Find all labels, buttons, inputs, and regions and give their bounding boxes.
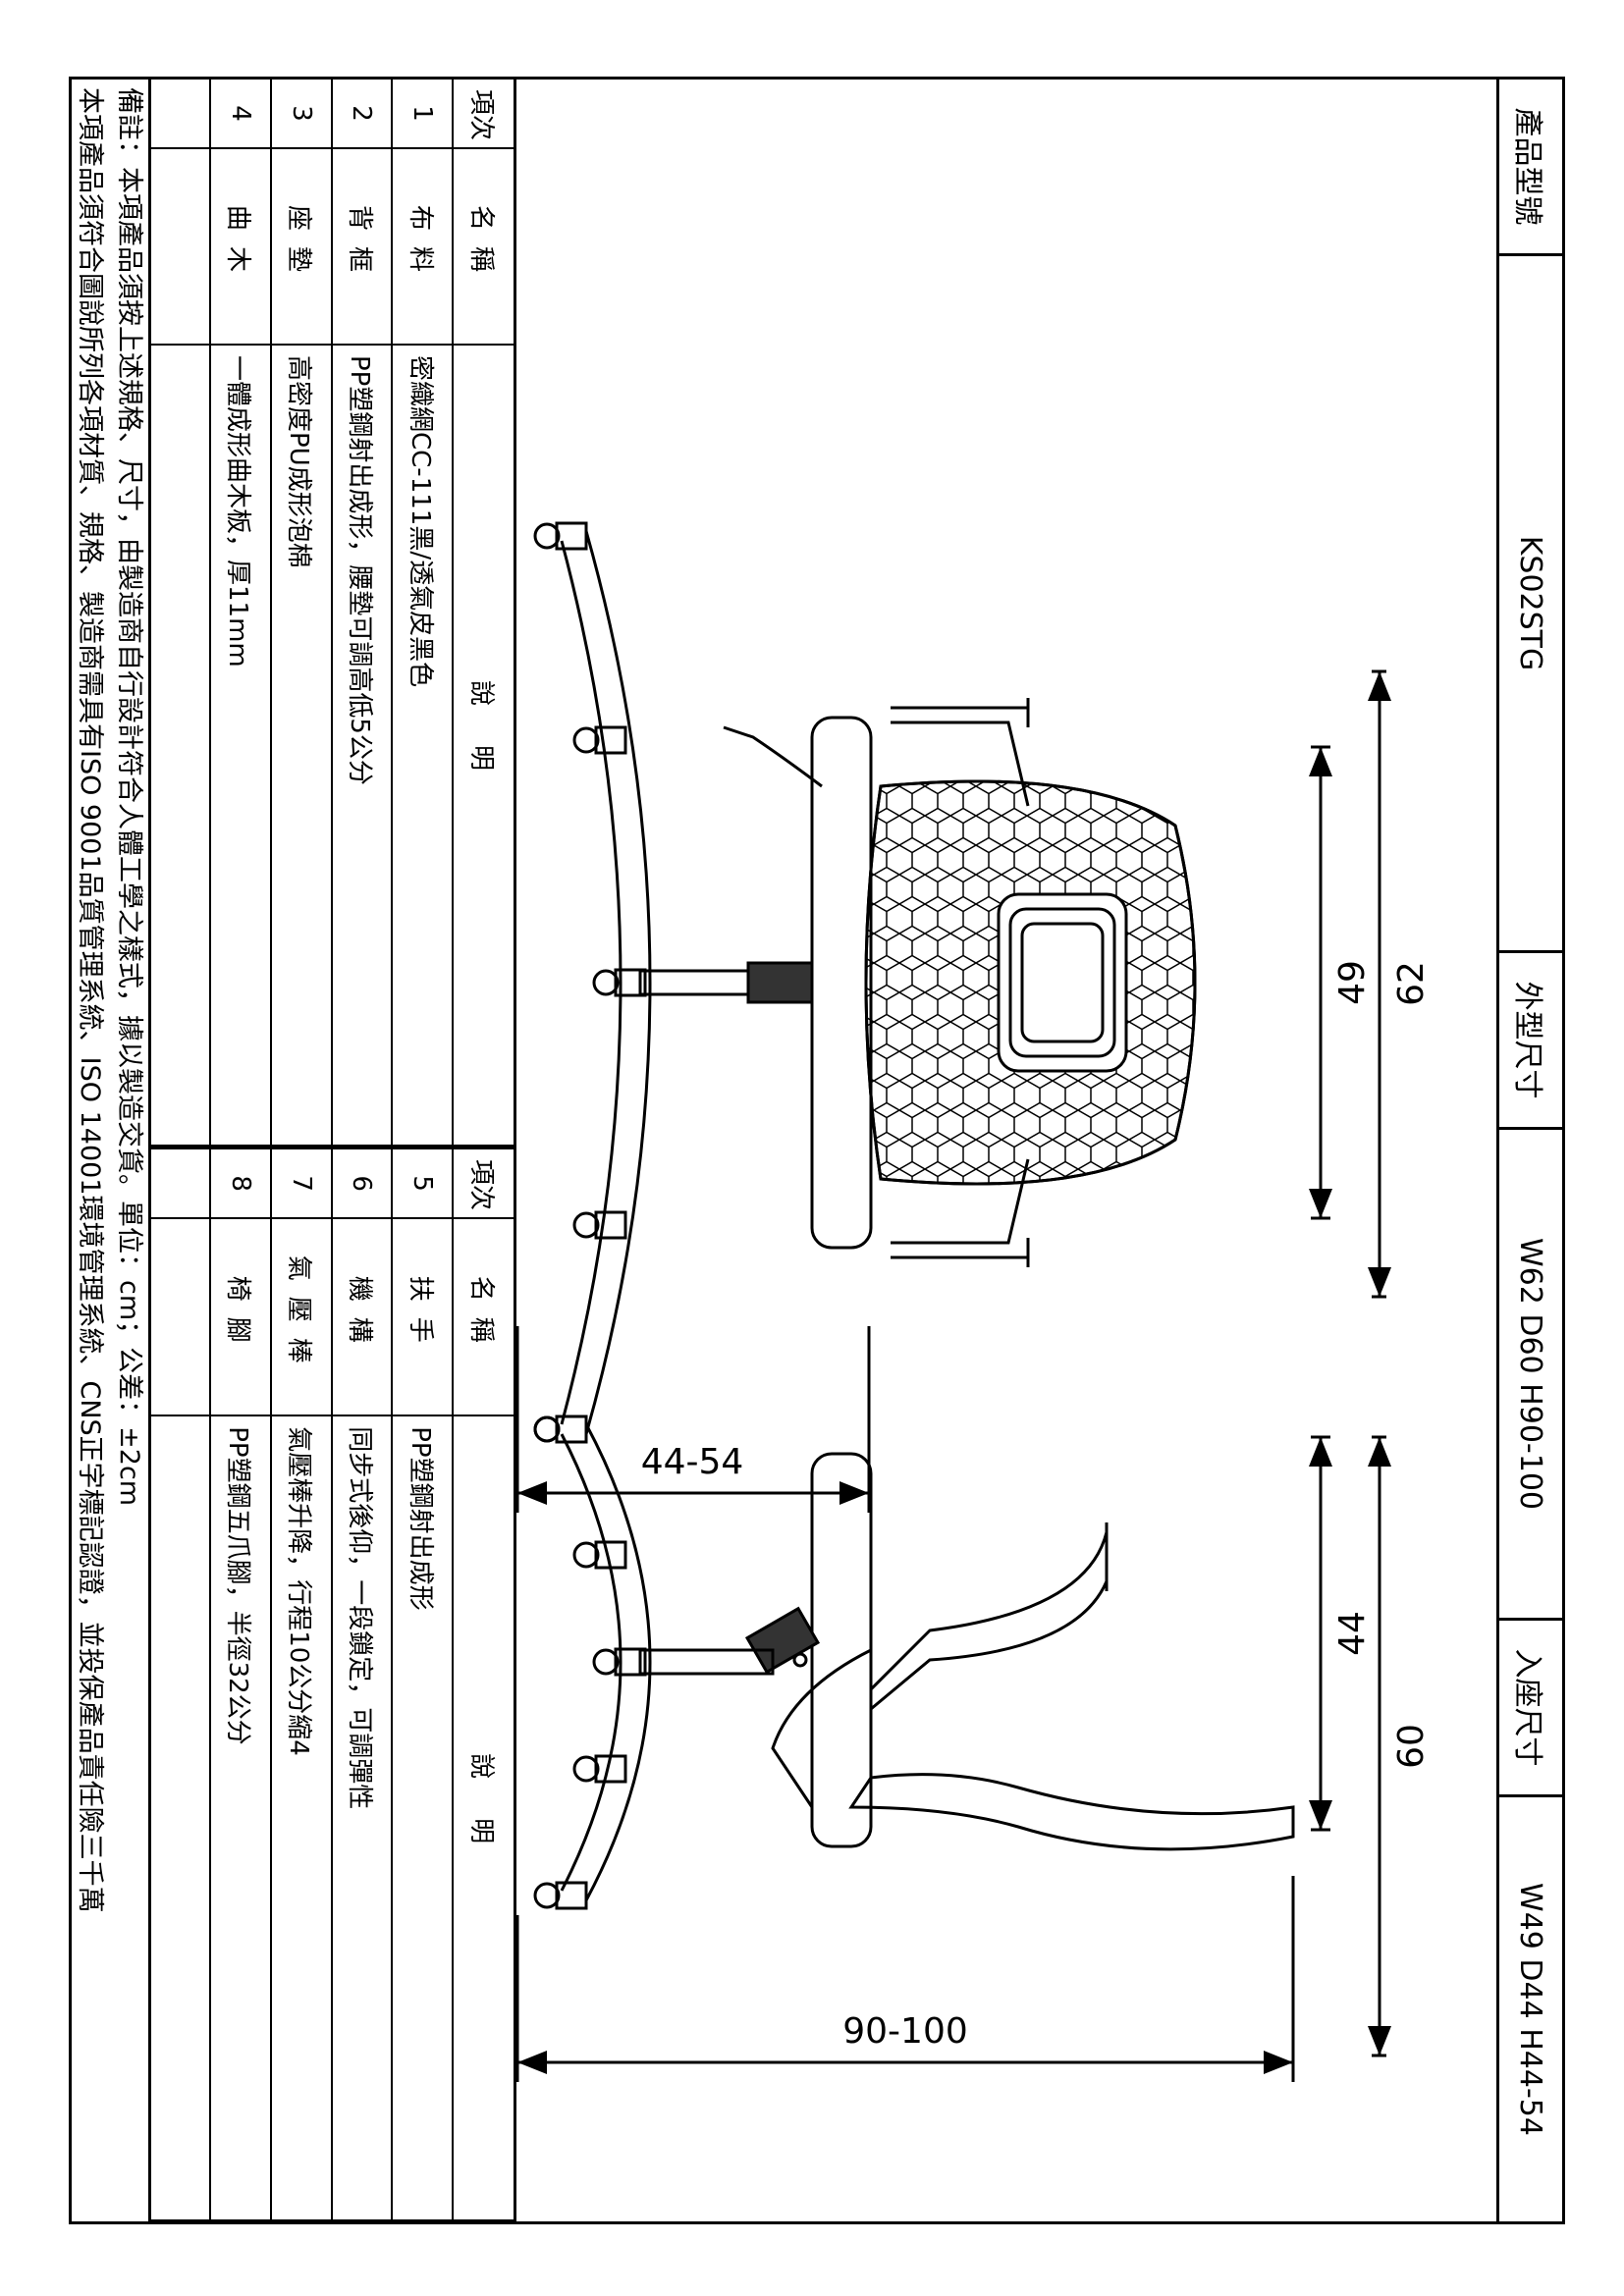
table-header-row: 項次 名稱 說明 bbox=[453, 80, 514, 1146]
row-name: 機構 bbox=[331, 1218, 393, 1416]
front-width-label: 62 bbox=[1391, 961, 1432, 1006]
row-no: 8 bbox=[209, 1149, 271, 1219]
table-row: 4 曲木 一體成形曲木板，厚11mm bbox=[209, 80, 271, 1146]
drawing-frame: 產品型號 KS02STG 外型尺寸 W62 D60 H90-100 入座尺寸 W… bbox=[66, 77, 1565, 2224]
notes-block: 備註：本項產品須按上述規格、尺寸，由製造商自行設計符合人體工學之樣式，據以製造交… bbox=[66, 80, 151, 2221]
side-dimension-60 bbox=[1368, 1435, 1391, 2057]
col-no-header: 項次 bbox=[453, 80, 514, 148]
row-desc: 一體成形曲木板，厚11mm bbox=[209, 345, 271, 1146]
front-seat-width-label: 49 bbox=[1332, 960, 1373, 1005]
front-dimension-62 bbox=[1368, 669, 1391, 1299]
col-desc-header: 說明 bbox=[453, 1415, 514, 2220]
outer-size-label: 外型尺寸 bbox=[1499, 953, 1562, 1130]
front-view: 62 49 bbox=[515, 521, 1432, 1513]
side-dimension-90-100 bbox=[515, 1876, 1295, 2082]
front-height-label: 44-54 bbox=[641, 1442, 744, 1482]
side-depth-label: 60 bbox=[1391, 1724, 1432, 1769]
col-no-header: 項次 bbox=[453, 1149, 514, 1219]
table-row: 1 布料 密織網CC-111黑/透氣皮黑色 bbox=[392, 80, 454, 1146]
table-row: 2 背框 PP塑鋼射出成形，腰墊可調高低5公分 bbox=[331, 80, 393, 1146]
side-seat-depth-label: 44 bbox=[1332, 1611, 1373, 1656]
row-name: 背框 bbox=[331, 148, 393, 345]
seat-size-value: W49 D44 H44-54 bbox=[1513, 1883, 1548, 2136]
col-name-header: 名稱 bbox=[453, 148, 514, 345]
row-no: 4 bbox=[209, 80, 271, 148]
row-no: 1 bbox=[392, 80, 454, 148]
row-desc: PP塑鋼射出成形，腰墊可調高低5公分 bbox=[331, 345, 393, 1146]
side-casters bbox=[533, 1415, 647, 1910]
parts-table-left: 項次 名稱 說明 1 布料 密織網CC-111黑/透氣皮黑色 2 背框 PP塑鋼… bbox=[148, 80, 514, 1149]
front-dimension-49 bbox=[1309, 745, 1332, 1220]
table-row-empty bbox=[149, 80, 210, 1146]
table-row: 6 機構 同步式後仰，一段鎖定，可調彈性 bbox=[331, 1149, 393, 2220]
table-row: 3 座墊 高密度PU成形泡棉 bbox=[270, 80, 332, 1146]
front-dimension-44-54 bbox=[515, 1326, 871, 1513]
side-dimension-44 bbox=[1309, 1435, 1332, 1832]
row-desc: 高密度PU成形泡棉 bbox=[270, 345, 332, 1146]
side-height-label: 90-100 bbox=[842, 2011, 968, 2052]
row-name: 曲木 bbox=[209, 148, 271, 345]
outer-size-value: W62 D60 H90-100 bbox=[1499, 1130, 1562, 1621]
row-name: 氣壓棒 bbox=[270, 1218, 332, 1416]
title-block: 產品型號 KS02STG 外型尺寸 W62 D60 H90-100 入座尺寸 W… bbox=[1496, 80, 1562, 2221]
note-line-1: 備註：本項產品須按上述規格、尺寸，由製造商自行設計符合人體工學之樣式，據以製造交… bbox=[114, 87, 144, 1507]
row-no: 2 bbox=[331, 80, 393, 148]
row-no: 3 bbox=[270, 80, 332, 148]
side-view: 60 44 bbox=[515, 1415, 1432, 2082]
table-row: 7 氣壓棒 氣壓棒升降，行程10公分縮4 bbox=[270, 1149, 332, 2220]
row-name: 座墊 bbox=[270, 148, 332, 345]
drawing-area: 62 49 bbox=[515, 80, 1499, 2221]
row-no: 6 bbox=[331, 1149, 393, 1219]
table-row: 5 扶手 PP塑鋼射出成形 bbox=[392, 1149, 454, 2220]
seat-size-label: 入座尺寸 bbox=[1499, 1621, 1562, 1797]
row-no: 7 bbox=[270, 1149, 332, 1219]
row-desc: 氣壓棒升降，行程10公分縮4 bbox=[270, 1415, 332, 2220]
col-name-header: 名稱 bbox=[453, 1218, 514, 1416]
row-name: 椅腳 bbox=[209, 1218, 271, 1416]
row-desc: PP塑鋼五爪腳，半徑32公分 bbox=[209, 1415, 271, 2220]
parts-table-right: 項次 名稱 說明 5 扶手 PP塑鋼射出成形 6 機構 同步式後仰，一段鎖定，可… bbox=[148, 1149, 514, 2221]
row-no: 5 bbox=[392, 1149, 454, 1219]
table-row: 8 椅腳 PP塑鋼五爪腳，半徑32公分 bbox=[209, 1149, 271, 2220]
note-line-2: 本項產品須符合圖說所列各項材質、規格、製造商需具有ISO 9001品質管理系統、… bbox=[75, 87, 105, 1913]
model-value: KS02STG bbox=[1499, 256, 1562, 953]
row-desc: 同步式後仰，一段鎖定，可調彈性 bbox=[331, 1415, 393, 2220]
table-row-empty bbox=[149, 1149, 210, 2220]
row-name: 布料 bbox=[392, 148, 454, 345]
model-label: 產品型號 bbox=[1499, 80, 1562, 256]
parts-tables: 項次 名稱 說明 1 布料 密織網CC-111黑/透氣皮黑色 2 背框 PP塑鋼… bbox=[148, 80, 516, 2221]
row-desc: 密織網CC-111黑/透氣皮黑色 bbox=[392, 345, 454, 1146]
table-header-row: 項次 名稱 說明 bbox=[453, 1149, 514, 2220]
row-name: 扶手 bbox=[392, 1218, 454, 1416]
col-desc-header: 說明 bbox=[453, 345, 514, 1146]
row-desc: PP塑鋼射出成形 bbox=[392, 1415, 454, 2220]
chair-drawings: 62 49 bbox=[515, 521, 1432, 2082]
